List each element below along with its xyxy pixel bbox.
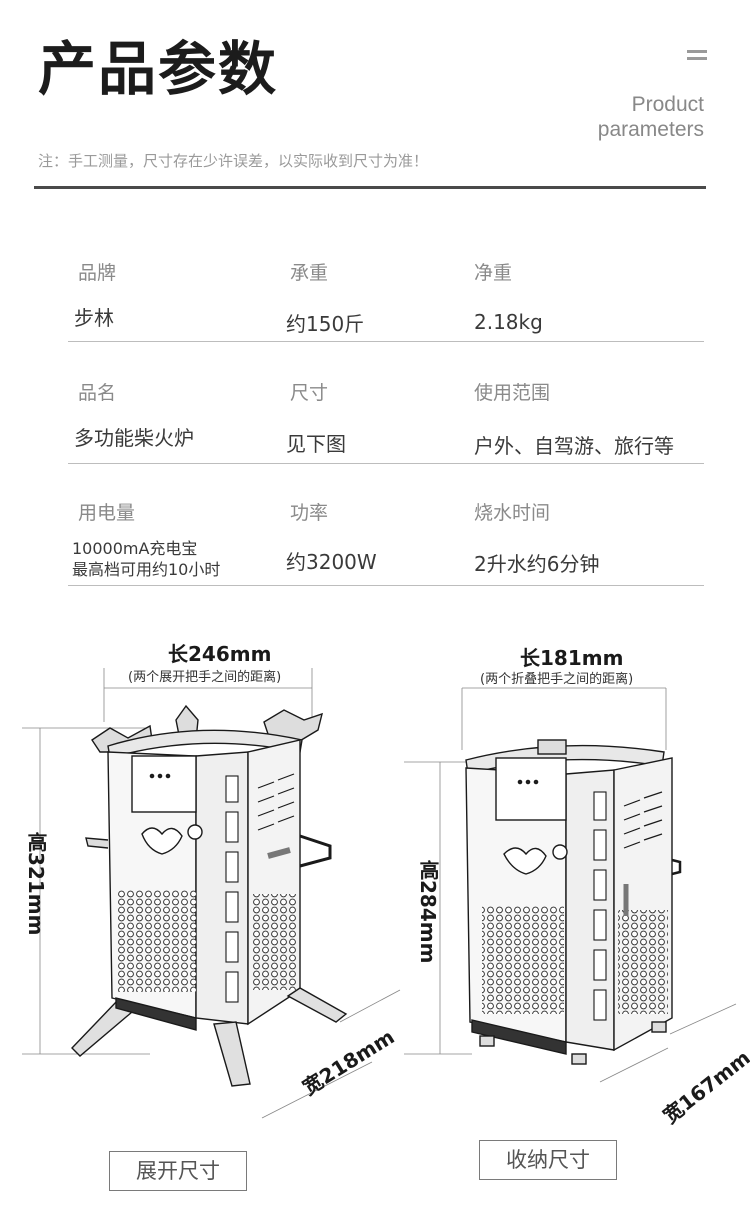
spec-label-weight: 净重: [474, 262, 513, 284]
right-length-note: (两个折叠把手之间的距离): [480, 672, 634, 687]
spec-label-power-use: 用电量: [78, 502, 136, 524]
row-divider: [68, 463, 704, 464]
dimension-diagram: 长246mm (两个展开把手之间的距离) 高321mm 宽218mm 展开尺寸 …: [0, 610, 750, 1212]
right-height-label: 高284mm: [416, 860, 440, 964]
spec-value-size: 见下图: [286, 432, 346, 456]
left-height-label: 高321mm: [24, 832, 48, 936]
row-divider: [68, 341, 704, 342]
right-length-label: 长181mm: [520, 646, 624, 670]
spec-label-size: 尺寸: [290, 382, 329, 404]
spec-value-power-use-line-2: 最高档可用约10小时: [72, 560, 221, 579]
spec-value-boil-time: 2升水约6分钟: [474, 552, 600, 576]
spec-row-3: 用电量 10000mA充电宝 最高档可用约10小时 功率 约3200W 烧水时间…: [68, 498, 704, 620]
spec-label-load: 承重: [290, 262, 329, 284]
expanded-size-caption: 展开尺寸: [109, 1151, 247, 1191]
left-length-label: 长246mm: [168, 642, 272, 666]
spec-value-weight: 2.18kg: [474, 310, 543, 334]
stove-illustration: [22, 668, 737, 1119]
page-title: 产品参数: [38, 35, 279, 103]
spec-value-power-use: 10000mA充电宝 最高档可用约10小时: [72, 538, 220, 580]
spec-label-boil-time: 烧水时间: [474, 502, 551, 524]
spec-row-1: 品牌 步林 承重 约150斤 净重 2.18kg: [68, 258, 704, 380]
spec-value-load: 约150斤: [286, 312, 365, 336]
menu-icon[interactable]: [687, 50, 707, 62]
spec-value-brand: 步林: [74, 306, 114, 330]
spec-label-brand: 品牌: [78, 262, 117, 284]
spec-label-usage: 使用范围: [474, 382, 551, 404]
left-length-note: (两个展开把手之间的距离): [128, 670, 282, 685]
spec-value-name: 多功能柴火炉: [74, 426, 194, 450]
spec-value-power: 约3200W: [286, 550, 377, 574]
left-stove: [71, 704, 348, 1087]
measurement-note: 注：手工测量，尺寸存在少许误差，以实际收到尺寸为准！: [38, 152, 429, 170]
right-dimension-lines: [404, 687, 737, 1083]
spec-row-2: 品名 多功能柴火炉 尺寸 见下图 使用范围 户外、自驾游、旅行等: [68, 378, 704, 500]
header-divider: [34, 186, 706, 189]
spec-label-name: 品名: [78, 382, 117, 404]
spec-label-power: 功率: [290, 502, 329, 524]
spec-value-usage: 户外、自驾游、旅行等: [474, 434, 674, 458]
spec-value-power-use-line-1: 10000mA充电宝: [72, 539, 198, 558]
row-divider: [68, 585, 704, 586]
left-dimension-lines: [22, 668, 401, 1119]
folded-size-caption: 收纳尺寸: [479, 1140, 617, 1180]
subtitle-english: Product parameters: [598, 92, 704, 142]
right-stove: [465, 739, 682, 1065]
subtitle-line-1: Product: [631, 93, 704, 116]
subtitle-line-2: parameters: [597, 118, 704, 141]
